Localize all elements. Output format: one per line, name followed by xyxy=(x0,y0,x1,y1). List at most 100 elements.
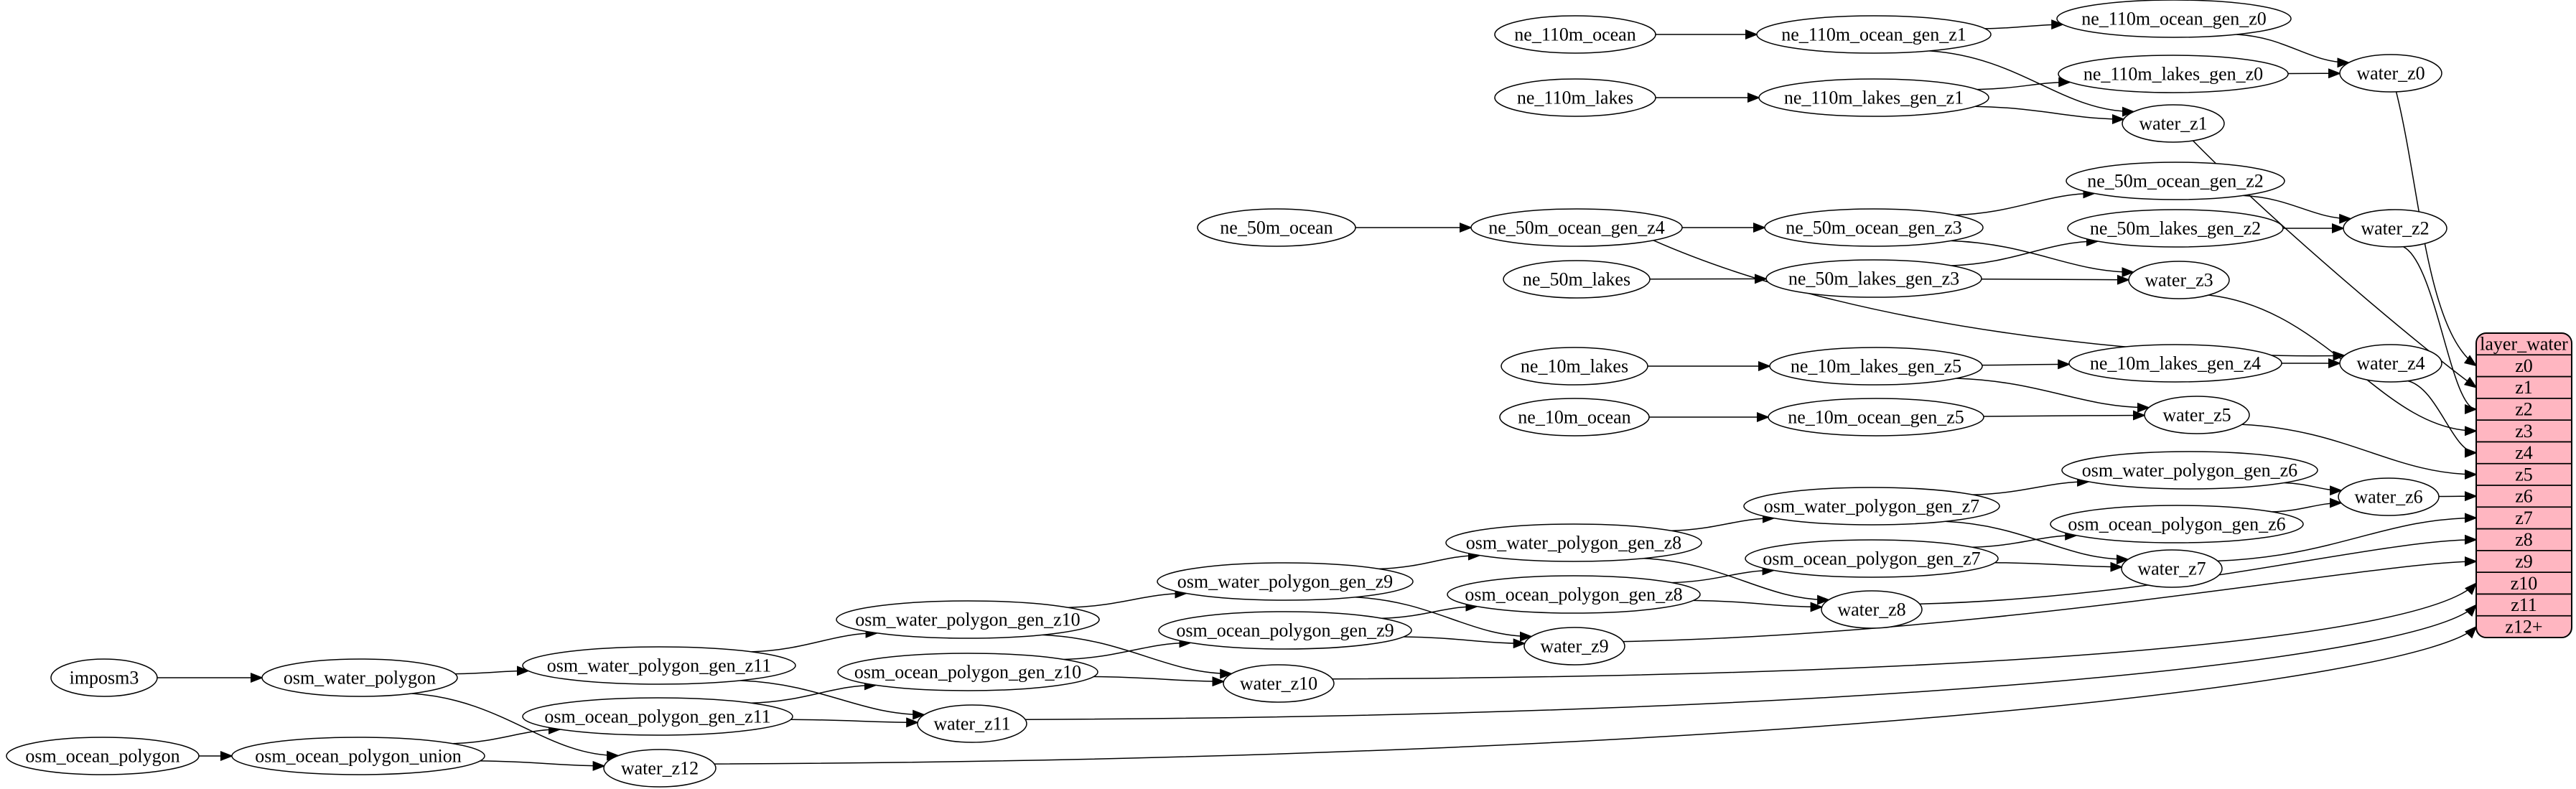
node-water_z12: water_z12 xyxy=(603,749,717,788)
record-row-z5: z5 xyxy=(2515,464,2533,485)
node-label: ne_10m_lakes_gen_z4 xyxy=(2090,353,2261,374)
node-osm_ocean_polygon: osm_ocean_polygon xyxy=(6,737,200,775)
node-water_z10: water_z10 xyxy=(1223,664,1335,703)
node-water_z9: water_z9 xyxy=(1523,627,1625,666)
record-row-z11: z11 xyxy=(2511,594,2537,615)
node-label: osm_ocean_polygon_gen_z11 xyxy=(544,706,770,727)
node-label: water_z10 xyxy=(1240,673,1317,694)
node-ne_110m_lakes: ne_110m_lakes xyxy=(1494,78,1656,117)
node-osm_ocean_polygon_gen_z10: osm_ocean_polygon_gen_z10 xyxy=(837,653,1098,691)
node-label: osm_water_polygon_gen_z6 xyxy=(2082,460,2297,481)
edge-osm_water_polygon_gen_z9-to-water_z9 xyxy=(1355,597,1533,642)
water_z4-ellipse xyxy=(2339,344,2442,383)
edge-osm_water_polygon_gen_z8-to-water_z8 xyxy=(1643,558,1831,605)
node-label: ne_110m_lakes xyxy=(1517,88,1633,108)
edge-osm_water_polygon_gen_z6-to-water_z6 xyxy=(2284,482,2343,496)
edge-ne_110m_ocean_gen_z1-to-ne_110m_ocean_gen_z0 xyxy=(1984,19,2065,30)
node-label: water_z5 xyxy=(2162,405,2231,426)
record-row-z10: z10 xyxy=(2511,573,2538,594)
node-osm_ocean_polygon_gen_z8: osm_ocean_polygon_gen_z8 xyxy=(1447,575,1701,614)
node-water_z8: water_z8 xyxy=(1821,590,1923,629)
node-ne_50m_ocean_gen_z3: ne_50m_ocean_gen_z3 xyxy=(1764,208,1984,247)
node-osm_water_polygon_gen_z7: osm_water_polygon_gen_z7 xyxy=(1743,487,2000,526)
node-ne_110m_ocean_gen_z0: ne_110m_ocean_gen_z0 xyxy=(2056,0,2292,38)
node-ne_10m_lakes: ne_10m_lakes xyxy=(1501,347,1648,386)
osm_ocean_polygon-ellipse xyxy=(6,737,200,775)
node-ne_110m_lakes_gen_z0: ne_110m_lakes_gen_z0 xyxy=(2058,55,2289,93)
water_z3-ellipse xyxy=(2128,261,2230,299)
edge-water_z4-to-z4 xyxy=(2407,380,2478,458)
node-water_z1: water_z1 xyxy=(2122,104,2225,143)
edge-ne_50m_lakes_gen_z3-to-water_z3 xyxy=(1981,274,2130,285)
ne_50m_lakes-ellipse xyxy=(1503,260,1651,299)
edge-water_z0-to-z0 xyxy=(2395,91,2478,367)
water_z12-ellipse xyxy=(603,749,717,788)
water_z2-ellipse xyxy=(2343,209,2447,248)
edge-ne_50m_lakes_gen_z3-to-ne_50m_lakes_gen_z2 xyxy=(1951,236,2099,266)
ne_110m_ocean_gen_z0-ellipse xyxy=(2056,0,2292,38)
edges-layer xyxy=(157,19,2478,771)
edge-ne_10m_lakes_gen_z5-to-water_z5 xyxy=(1956,378,2150,413)
node-ne_50m_ocean: ne_50m_ocean xyxy=(1197,208,1356,247)
node-label: osm_water_polygon_gen_z7 xyxy=(1764,496,1979,517)
ne_110m_ocean-ellipse xyxy=(1494,15,1656,54)
water_z9-ellipse xyxy=(1523,627,1625,666)
node-ne_110m_ocean: ne_110m_ocean xyxy=(1494,15,1656,54)
edge-osm_ocean_polygon_gen_z8-to-osm_ocean_polygon_gen_z7 xyxy=(1671,565,1775,584)
node-osm_ocean_polygon_gen_z11: osm_ocean_polygon_gen_z11 xyxy=(522,697,793,736)
osm_ocean_polygon_union-ellipse xyxy=(231,737,485,775)
osm_ocean_polygon_gen_z7-ellipse xyxy=(1745,539,1999,578)
node-label: water_z0 xyxy=(2356,63,2425,84)
edge-water_z9-to-z9 xyxy=(1623,556,2478,643)
node-label: osm_water_polygon_gen_z8 xyxy=(1466,533,1681,554)
node-label: water_z11 xyxy=(933,714,1010,734)
node-osm_water_polygon_gen_z10: osm_water_polygon_gen_z10 xyxy=(836,600,1100,639)
node-ne_110m_ocean_gen_z1: ne_110m_ocean_gen_z1 xyxy=(1756,15,1992,54)
node-water_z0: water_z0 xyxy=(2339,54,2442,93)
node-label: osm_ocean_polygon_gen_z9 xyxy=(1176,620,1394,641)
osm_ocean_polygon_gen_z8-ellipse xyxy=(1447,575,1701,614)
edge-water_z8-to-z8 xyxy=(1919,534,2478,605)
node-label: ne_50m_lakes_gen_z3 xyxy=(1788,269,1959,289)
node-label: ne_50m_lakes_gen_z2 xyxy=(2090,218,2261,239)
osm_water_polygon_gen_z6-ellipse xyxy=(2061,451,2318,490)
node-label: ne_50m_ocean_gen_z3 xyxy=(1786,218,1961,238)
node-label: water_z6 xyxy=(2354,487,2422,508)
node-osm_ocean_polygon_union: osm_ocean_polygon_union xyxy=(231,737,485,775)
record-row-z7: z7 xyxy=(2515,508,2533,528)
edge-osm_ocean_polygon_gen_z9-to-water_z9 xyxy=(1404,636,1526,649)
node-ne_50m_lakes: ne_50m_lakes xyxy=(1503,260,1651,299)
water_z0-ellipse xyxy=(2339,54,2442,93)
node-label: ne_110m_lakes_gen_z1 xyxy=(1784,88,1964,108)
node-label: osm_ocean_polygon_union xyxy=(255,746,461,767)
edge-osm_water_polygon-to-water_z12 xyxy=(411,693,620,761)
node-label: water_z4 xyxy=(2356,353,2425,374)
node-label: ne_110m_ocean xyxy=(1514,24,1635,45)
edge-osm_water_polygon_gen_z10-to-water_z10 xyxy=(1042,634,1233,679)
node-label: water_z7 xyxy=(2137,559,2206,579)
ne_50m_ocean_gen_z2-ellipse xyxy=(2066,162,2285,200)
edge-water_z2-to-z2 xyxy=(2403,246,2478,414)
node-label: ne_50m_lakes xyxy=(1523,269,1630,290)
edge-ne_110m_lakes_gen_z1-to-water_z1 xyxy=(1975,106,2125,124)
edge-osm_ocean_polygon_gen_z10-to-water_z10 xyxy=(1093,676,1226,687)
edge-ne_50m_ocean_gen_z3-to-ne_50m_ocean_gen_z2 xyxy=(1954,188,2096,216)
node-label: imposm3 xyxy=(70,668,139,688)
water_z8-ellipse xyxy=(1821,590,1923,629)
water_z10-ellipse xyxy=(1223,664,1335,703)
node-label: ne_10m_ocean xyxy=(1518,407,1630,428)
edge-osm_water_polygon_gen_z11-to-water_z11 xyxy=(739,680,926,720)
ne_10m_lakes-ellipse xyxy=(1501,347,1648,386)
edge-ne_50m_ocean_gen_z4-to-water_z4 xyxy=(1653,240,2346,361)
node-label: osm_ocean_polygon_gen_z8 xyxy=(1465,584,1682,605)
node-label: osm_water_polygon_gen_z11 xyxy=(547,655,771,676)
node-label: ne_50m_ocean xyxy=(1220,218,1333,238)
edge-osm_water_polygon-to-osm_water_polygon_gen_z11 xyxy=(454,666,530,676)
node-osm_ocean_polygon_gen_z6: osm_ocean_polygon_gen_z6 xyxy=(2050,505,2304,543)
node-label: osm_ocean_polygon_gen_z10 xyxy=(854,662,1081,683)
water_z11-ellipse xyxy=(917,704,1027,743)
osm_water_polygon-ellipse xyxy=(261,658,458,697)
water_z5-ellipse xyxy=(2144,396,2250,434)
edge-osm_ocean_polygon_gen_z11-to-osm_ocean_polygon_gen_z10 xyxy=(751,680,877,704)
